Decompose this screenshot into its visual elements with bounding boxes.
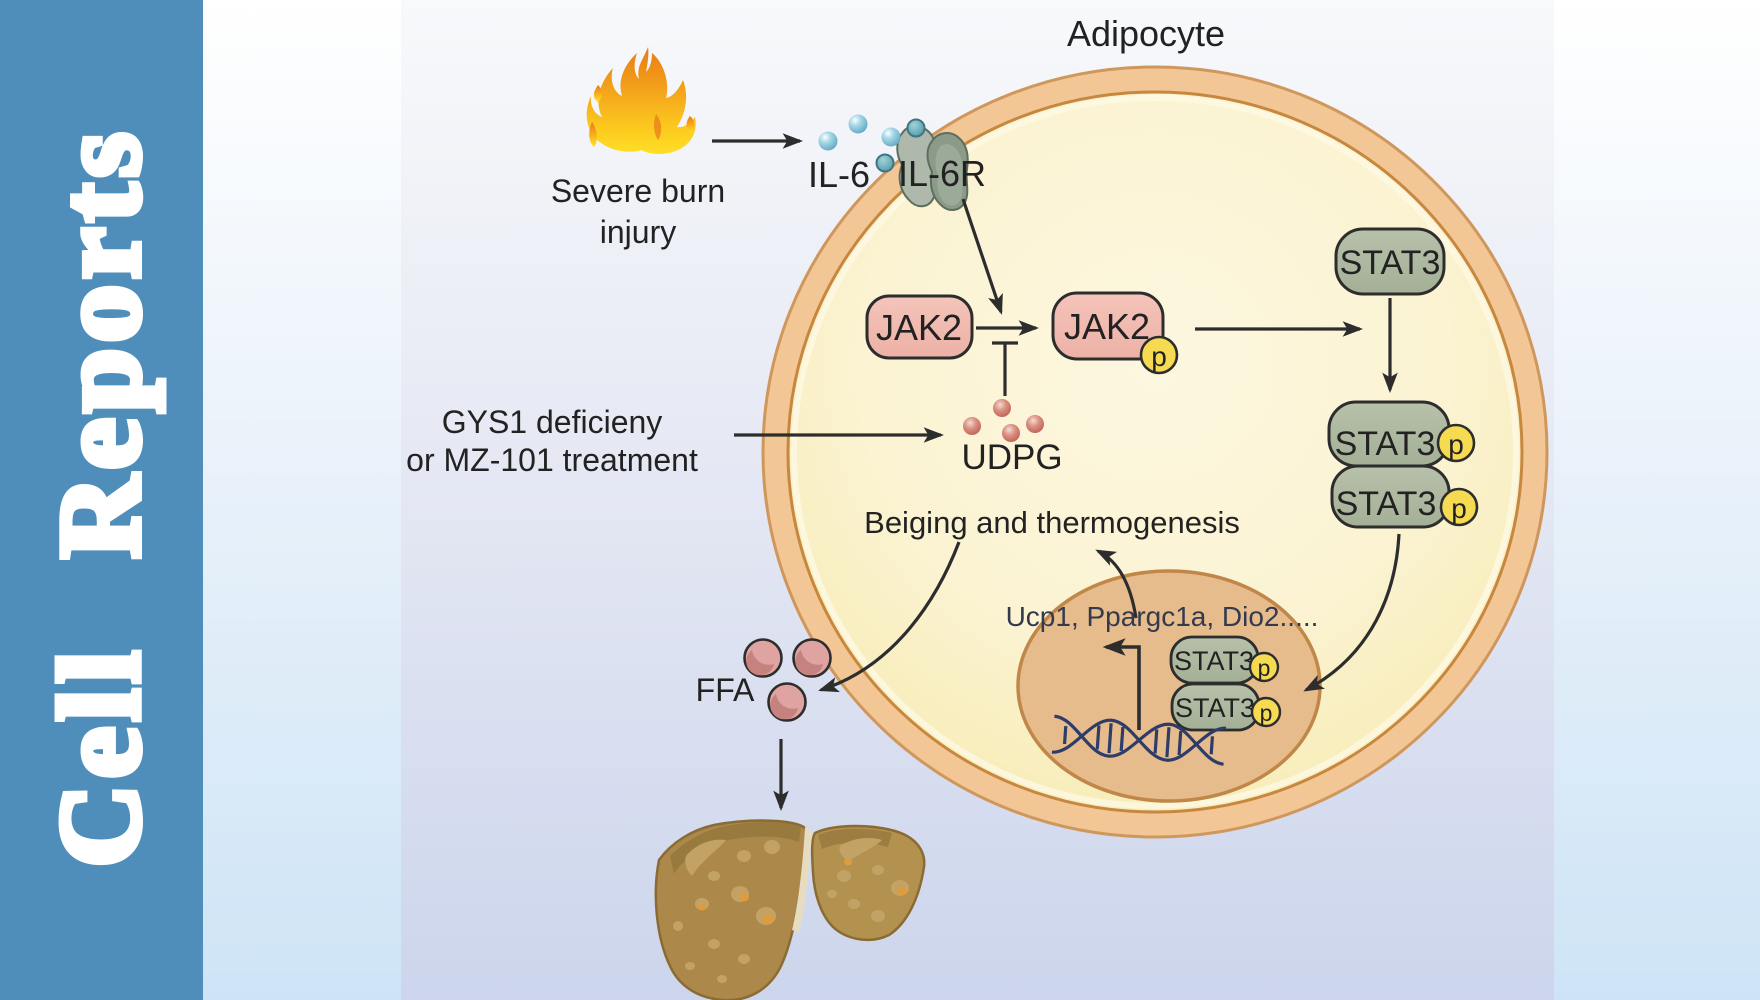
svg-text:JAK2: JAK2 xyxy=(1064,306,1150,347)
svg-text:STAT3: STAT3 xyxy=(1336,485,1437,523)
svg-text:STAT3: STAT3 xyxy=(1340,244,1441,282)
svg-text:p: p xyxy=(1151,341,1167,372)
svg-text:p: p xyxy=(1260,700,1273,726)
svg-text:GYS1 deficieny: GYS1 deficieny xyxy=(442,404,663,440)
svg-text:or MZ-101 treatment: or MZ-101 treatment xyxy=(406,442,698,478)
svg-text:Cell Reports: Cell Reports xyxy=(37,127,164,867)
svg-text:Beiging and thermogenesis: Beiging and thermogenesis xyxy=(864,505,1240,540)
svg-text:JAK2: JAK2 xyxy=(876,307,962,348)
svg-text:injury: injury xyxy=(600,214,676,250)
svg-text:p: p xyxy=(1448,429,1464,460)
svg-text:IL-6: IL-6 xyxy=(808,154,870,195)
svg-text:Severe burn: Severe burn xyxy=(551,173,725,209)
svg-text:IL-6R: IL-6R xyxy=(898,153,986,194)
svg-text:FFA: FFA xyxy=(696,672,755,708)
svg-text:p: p xyxy=(1451,493,1467,524)
svg-text:Adipocyte: Adipocyte xyxy=(1067,13,1225,54)
svg-text:UDPG: UDPG xyxy=(961,438,1062,477)
svg-text:STAT3: STAT3 xyxy=(1335,425,1436,463)
svg-text:Ucp1, Ppargc1a, Dio2.....: Ucp1, Ppargc1a, Dio2..... xyxy=(1006,601,1319,632)
svg-text:p: p xyxy=(1258,655,1271,681)
svg-text:STAT3: STAT3 xyxy=(1175,693,1255,723)
svg-text:STAT3: STAT3 xyxy=(1174,646,1254,676)
